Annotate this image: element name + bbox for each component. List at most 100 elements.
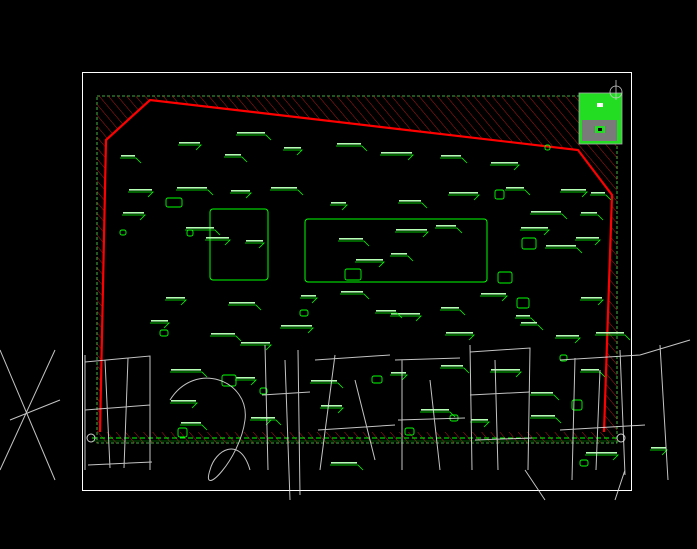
leader-line — [515, 317, 537, 324]
leader-line — [185, 229, 221, 236]
annotation-text-mark — [206, 237, 229, 239]
leader-line — [440, 309, 466, 316]
leader-line — [435, 227, 463, 234]
annotation-text-mark — [179, 142, 200, 144]
annotation-text-mark — [561, 189, 586, 191]
leader-line — [150, 322, 170, 329]
annotation-layer — [120, 132, 668, 471]
leader-line — [170, 371, 208, 378]
annotation-text-mark — [596, 332, 624, 334]
annotation-text-mark — [531, 415, 555, 417]
annotation-text-mark — [446, 332, 473, 334]
leader-line — [490, 164, 520, 171]
leader-line — [230, 192, 252, 199]
annotation-text-mark — [391, 313, 420, 315]
key-plan-icon — [578, 92, 623, 145]
leader-line — [340, 293, 370, 300]
annotation-text-mark — [271, 187, 297, 189]
annotation-text-mark — [237, 132, 265, 134]
leader-line — [650, 449, 668, 456]
building-block-left — [209, 208, 269, 281]
annotation-text-mark — [311, 380, 337, 382]
annotation-text-mark — [581, 369, 599, 371]
leader-line — [270, 189, 304, 196]
annotation-text-mark — [241, 342, 270, 344]
annotation-text-mark — [284, 147, 301, 149]
setback-hatch — [97, 96, 617, 443]
leader-line — [180, 424, 208, 431]
pad-marker — [516, 297, 530, 309]
leader-line — [530, 213, 568, 220]
annotation-text-mark — [123, 212, 144, 214]
annotation-text-mark — [211, 333, 235, 335]
leader-line — [300, 297, 318, 304]
leader-line — [505, 189, 531, 196]
leader-line — [336, 145, 368, 152]
annotation-text-mark — [581, 212, 597, 214]
pad-marker — [544, 144, 551, 151]
pad-marker — [559, 354, 568, 362]
leader-line — [224, 156, 248, 163]
leader-line — [375, 312, 403, 319]
annotation-text-mark — [186, 227, 214, 229]
annotation-text-mark — [556, 335, 579, 337]
annotation-text-mark — [337, 143, 361, 145]
annotation-text-mark — [506, 187, 524, 189]
annotation-text-mark — [441, 365, 463, 367]
leader-line — [595, 334, 631, 341]
annotation-text-mark — [301, 295, 316, 297]
annotation-text-mark — [331, 462, 357, 464]
annotation-text-mark — [651, 447, 666, 449]
annotation-text-mark — [321, 405, 342, 407]
leader-line — [398, 202, 428, 209]
leader-line — [210, 335, 242, 342]
annotation-text-mark — [436, 225, 456, 227]
pad-marker — [159, 329, 169, 337]
annotation-text-mark — [246, 240, 263, 242]
annotation-text-mark — [181, 422, 201, 424]
pad-marker — [344, 268, 362, 281]
leader-line — [545, 247, 583, 254]
annotation-text-mark — [177, 187, 207, 189]
leader-line — [228, 304, 262, 311]
leader-line — [338, 240, 370, 247]
annotation-text-mark — [531, 211, 561, 213]
pad-marker — [571, 399, 583, 411]
sheet-frame — [82, 72, 632, 491]
annotation-text-mark — [581, 297, 602, 299]
leader-line — [250, 419, 272, 426]
leader-line — [470, 421, 490, 428]
annotation-text-mark — [236, 377, 255, 379]
leader-line — [590, 194, 612, 201]
leader-line — [555, 337, 581, 344]
watermark-logo — [0, 339, 691, 501]
leader-line — [520, 324, 544, 331]
leader-line — [520, 229, 550, 236]
leader-line — [355, 261, 385, 268]
annotation-text-mark — [151, 320, 168, 322]
leader-line — [390, 255, 414, 262]
leader-line — [236, 134, 272, 141]
leader-line — [580, 214, 604, 221]
pad-marker — [221, 374, 237, 387]
annotation-text-mark — [471, 419, 488, 421]
leader-line — [283, 149, 303, 156]
annotation-text-mark — [166, 297, 185, 299]
leader-line — [280, 327, 314, 334]
annotation-text-mark — [396, 229, 427, 231]
annotation-text-mark — [421, 409, 449, 411]
annotation-text-mark — [129, 189, 152, 191]
annotation-text-mark — [591, 192, 605, 194]
annotation-text-mark — [281, 325, 312, 327]
grid-bubble-icon — [86, 433, 96, 443]
leader-line — [245, 242, 265, 249]
leader-line — [235, 379, 257, 386]
annotation-text-mark — [225, 154, 241, 156]
leader-line — [580, 299, 604, 306]
leader-line — [205, 239, 231, 246]
leader-line — [575, 239, 601, 246]
annotation-text-mark — [121, 155, 135, 157]
leader-line — [480, 295, 508, 302]
annotation-text-mark — [171, 369, 201, 371]
